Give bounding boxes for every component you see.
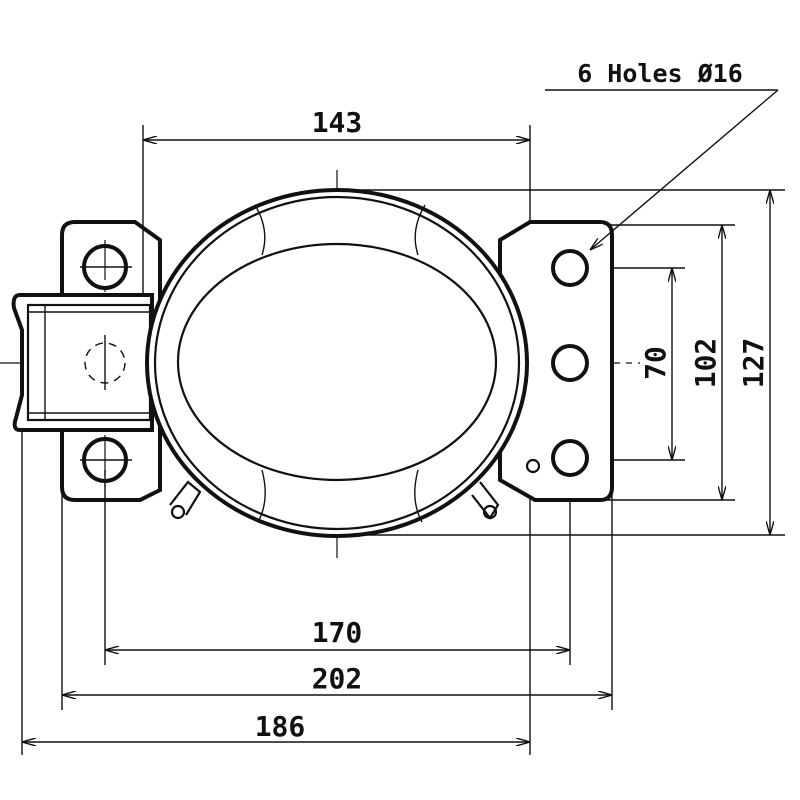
left-flange [60, 220, 162, 502]
connector-housing [11, 293, 154, 432]
dim-102: 102 [689, 338, 722, 389]
dim-70: 70 [639, 346, 672, 380]
dimension-lines [22, 89, 779, 742]
dim-170: 170 [312, 616, 363, 649]
dim-143: 143 [312, 106, 363, 139]
dim-202: 202 [312, 662, 363, 695]
right-flange [498, 220, 614, 502]
lamp-body [145, 188, 541, 538]
mounting-hole [551, 344, 589, 382]
dim-186: 186 [255, 710, 306, 743]
dim-127: 127 [737, 338, 770, 389]
mounting-hole [551, 249, 589, 287]
mounting-hole [551, 439, 589, 477]
holes-callout: 6 Holes Ø16 [577, 59, 743, 88]
